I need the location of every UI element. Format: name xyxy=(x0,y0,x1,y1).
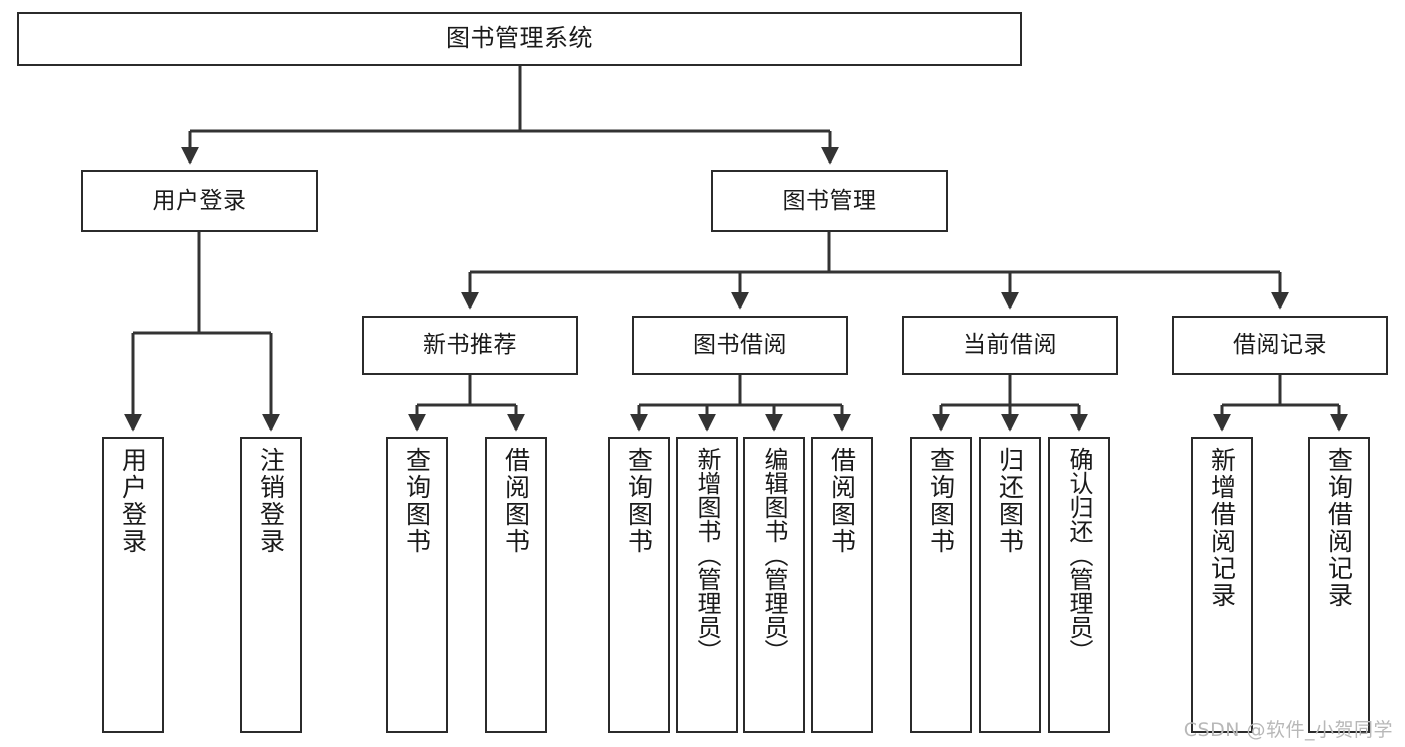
leaf-book-borrow-edit-book-admin[interactable]: 编辑图书（管理员） xyxy=(743,437,805,733)
node-label: 图书管理 xyxy=(782,187,877,214)
node-user-login[interactable]: 用户登录 xyxy=(81,170,318,232)
node-label: 新增借阅记录 xyxy=(1207,447,1237,609)
node-label: 新书推荐 xyxy=(423,332,517,359)
node-label: 用户登录 xyxy=(118,447,148,555)
leaf-current-borrow-confirm-return-admin[interactable]: 确认归还（管理员） xyxy=(1048,437,1110,733)
node-new-book-recommend[interactable]: 新书推荐 xyxy=(362,316,578,375)
leaf-new-book-borrow-book[interactable]: 借阅图书 xyxy=(485,437,547,733)
node-root-book-management-system[interactable]: 图书管理系统 xyxy=(17,12,1022,66)
leaf-user-login-logout[interactable]: 注销登录 xyxy=(240,437,302,733)
node-label: 借阅图书 xyxy=(501,447,531,555)
node-label: 借阅图书 xyxy=(827,447,857,555)
leaf-user-login-login[interactable]: 用户登录 xyxy=(102,437,164,733)
node-label: 查询图书 xyxy=(624,447,654,555)
node-label: 注销登录 xyxy=(256,447,286,555)
node-label: 图书借阅 xyxy=(693,332,787,359)
node-label: 新增图书（管理员） xyxy=(693,447,721,663)
node-label: 归还图书 xyxy=(995,447,1025,555)
leaf-borrow-record-query-record[interactable]: 查询借阅记录 xyxy=(1308,437,1370,733)
leaf-borrow-record-add-record[interactable]: 新增借阅记录 xyxy=(1191,437,1253,733)
node-current-borrow[interactable]: 当前借阅 xyxy=(902,316,1118,375)
node-label: 查询图书 xyxy=(402,447,432,555)
node-label: 用户登录 xyxy=(152,187,247,214)
leaf-current-borrow-return-book[interactable]: 归还图书 xyxy=(979,437,1041,733)
leaf-book-borrow-add-book-admin[interactable]: 新增图书（管理员） xyxy=(676,437,738,733)
node-label: 编辑图书（管理员） xyxy=(760,447,788,663)
leaf-book-borrow-borrow-book[interactable]: 借阅图书 xyxy=(811,437,873,733)
node-label: 确认归还（管理员） xyxy=(1065,447,1093,663)
node-label: 查询图书 xyxy=(926,447,956,555)
node-label: 图书管理系统 xyxy=(446,24,593,53)
node-borrow-record[interactable]: 借阅记录 xyxy=(1172,316,1388,375)
leaf-current-borrow-query-book[interactable]: 查询图书 xyxy=(910,437,972,733)
leaf-new-book-query-book[interactable]: 查询图书 xyxy=(386,437,448,733)
node-book-borrow[interactable]: 图书借阅 xyxy=(632,316,848,375)
node-book-management[interactable]: 图书管理 xyxy=(711,170,948,232)
node-label: 当前借阅 xyxy=(963,332,1057,359)
leaf-book-borrow-query-book[interactable]: 查询图书 xyxy=(608,437,670,733)
node-label: 借阅记录 xyxy=(1233,332,1327,359)
node-label: 查询借阅记录 xyxy=(1324,447,1354,609)
